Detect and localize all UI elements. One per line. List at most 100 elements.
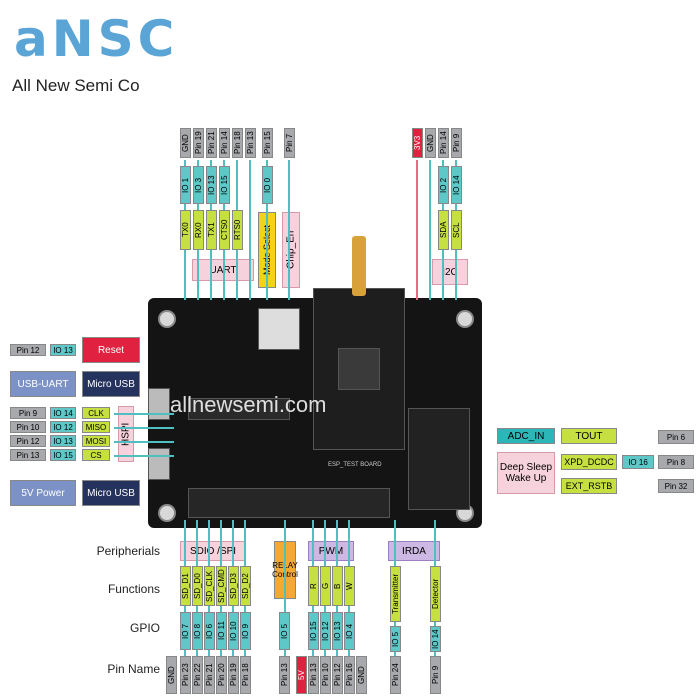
sdio-fn-0: SD_D1 bbox=[180, 566, 191, 606]
sdio-io-0: IO 7 bbox=[180, 612, 191, 650]
connector-line bbox=[284, 520, 286, 660]
hspi-fn-2: MOSI bbox=[82, 435, 110, 447]
connector-line bbox=[114, 413, 174, 415]
relay-io: IO 5 bbox=[279, 612, 290, 650]
hspi-fn-3: CS bbox=[82, 449, 110, 461]
top-left-pin-1: Pin 19 bbox=[193, 128, 204, 158]
top-right-pin-2: Pin 14 bbox=[438, 128, 449, 158]
esp-board-image bbox=[148, 288, 482, 528]
top-left-io-6: IO 0 bbox=[262, 166, 273, 204]
pwm-io-1: IO 12 bbox=[320, 612, 331, 650]
row-peripherals: Peripherials bbox=[96, 544, 160, 558]
pwm-pin-4: Pin 16 bbox=[344, 656, 355, 694]
connector-line bbox=[114, 427, 174, 429]
irda-fn-0: Transmitter bbox=[390, 566, 401, 622]
sdio-pin-3: Pin 21 bbox=[204, 656, 215, 694]
i2c-label: I2C bbox=[432, 259, 468, 285]
sdio-pin-5: Pin 19 bbox=[228, 656, 239, 694]
irda-pin-0: Pin 24 bbox=[390, 656, 401, 694]
hspi-io-2: IO 13 bbox=[50, 435, 76, 447]
irda-pin-1: Pin 9 bbox=[430, 656, 441, 694]
pwm-pin-3: Pin 12 bbox=[332, 656, 343, 694]
deep-sleep-label: Deep Sleep Wake Up bbox=[497, 452, 555, 494]
adc-in-label: ADC_IN bbox=[497, 428, 555, 444]
pwm-pin-5: GND bbox=[356, 656, 367, 694]
top-right-pin-3: Pin 9 bbox=[451, 128, 462, 158]
sdio-io-3: IO 11 bbox=[216, 612, 227, 650]
connector-line bbox=[114, 455, 174, 457]
top-right-fn-3: SCL bbox=[451, 210, 462, 250]
five-v-power-label: 5V Power bbox=[10, 480, 76, 506]
connector-line bbox=[429, 160, 431, 300]
sdio-spi-label: SDIO /SPI bbox=[180, 541, 246, 561]
sdio-io-5: IO 9 bbox=[240, 612, 251, 650]
pwm-io-2: IO 13 bbox=[332, 612, 343, 650]
row-gpio: GPIO bbox=[129, 621, 160, 635]
pin-8: Pin 8 bbox=[658, 455, 694, 469]
top-left-pin-3: Pin 14 bbox=[219, 128, 230, 158]
top-left-io-3: IO 15 bbox=[219, 166, 230, 204]
top-left-io-1: IO 3 bbox=[193, 166, 204, 204]
pin-6: Pin 6 bbox=[658, 430, 694, 444]
hspi-pin-0: Pin 9 bbox=[10, 407, 46, 419]
brand-tagline: All New Semi Co bbox=[12, 76, 140, 95]
top-left-pin-6: Pin 15 bbox=[262, 128, 273, 158]
ext-rstb-label: EXT_RSTB bbox=[561, 478, 617, 494]
pwm-fn-2: B bbox=[332, 566, 343, 606]
top-left-fn-1: RX0 bbox=[193, 210, 204, 250]
top-left-fn-4: RTS0 bbox=[232, 210, 243, 250]
pwm-pin-2: Pin 10 bbox=[320, 656, 331, 694]
sdio-pin-0: GND bbox=[166, 656, 177, 694]
pin-32: Pin 32 bbox=[658, 479, 694, 493]
sdio-io-4: IO 10 bbox=[228, 612, 239, 650]
irda-label: IRDA bbox=[388, 541, 440, 561]
row-functions: Functions bbox=[107, 582, 160, 596]
sdio-pin-2: Pin 22 bbox=[192, 656, 203, 694]
top-left-pin-0: GND bbox=[180, 128, 191, 158]
hspi-fn-0: CLK bbox=[82, 407, 110, 419]
pwm-io-0: IO 15 bbox=[308, 612, 319, 650]
top-right-pin-1: GND bbox=[425, 128, 436, 158]
antenna-connector bbox=[352, 236, 366, 296]
top-left-pin-2: Pin 21 bbox=[206, 128, 217, 158]
top-right-io-2: IO 2 bbox=[438, 166, 449, 204]
pwm-fn-0: R bbox=[308, 566, 319, 606]
hspi-fn-1: MISO bbox=[82, 421, 110, 433]
pwm-pin-0: 5V bbox=[296, 656, 307, 694]
usb-uart-label: USB-UART bbox=[10, 371, 76, 397]
pwm-pin-1: Pin 13 bbox=[308, 656, 319, 694]
connector-line bbox=[416, 160, 418, 300]
hspi-pin-3: Pin 13 bbox=[10, 449, 46, 461]
sdio-pin-4: Pin 20 bbox=[216, 656, 227, 694]
top-left-pin-4: Pin 18 bbox=[232, 128, 243, 158]
watermark: allnewsemi.com bbox=[170, 392, 327, 417]
sdio-pin-6: Pin 18 bbox=[240, 656, 251, 694]
reset-pin: Pin 12 bbox=[10, 344, 46, 356]
pwm-fn-3: W bbox=[344, 566, 355, 606]
board-label: ESP_TEST BOARD bbox=[328, 462, 382, 468]
connector-line bbox=[288, 160, 290, 300]
sdio-io-2: IO 6 bbox=[204, 612, 215, 650]
chip-en-label: Chip_En bbox=[282, 212, 300, 288]
top-left-io-0: IO 1 bbox=[180, 166, 191, 204]
top-left-pin-7: Pin 7 bbox=[284, 128, 295, 158]
top-left-fn-0: TX0 bbox=[180, 210, 191, 250]
connector-line bbox=[266, 160, 268, 300]
sdio-fn-2: SD_CLK bbox=[204, 566, 215, 606]
connector-line bbox=[249, 160, 251, 300]
sdio-fn-4: SD_D3 bbox=[228, 566, 239, 606]
xpd-dcdc-label: XPD_DCDC bbox=[561, 454, 617, 470]
pwm-io-3: IO 4 bbox=[344, 612, 355, 650]
brand-logo: aNSC bbox=[14, 10, 179, 68]
sdio-fn-3: SD_CMD bbox=[216, 566, 227, 606]
top-right-pin-0: 3V3 bbox=[412, 128, 423, 158]
hspi-io-0: IO 14 bbox=[50, 407, 76, 419]
relay-pin: Pin 13 bbox=[279, 656, 290, 694]
top-left-io-2: IO 13 bbox=[206, 166, 217, 204]
pwm-fn-1: G bbox=[320, 566, 331, 606]
hspi-io-3: IO 15 bbox=[50, 449, 76, 461]
sdio-io-1: IO 8 bbox=[192, 612, 203, 650]
sdio-fn-1: SD_D0 bbox=[192, 566, 203, 606]
reset-io: IO 13 bbox=[50, 344, 76, 356]
irda-fn-1: Detector bbox=[430, 566, 441, 622]
